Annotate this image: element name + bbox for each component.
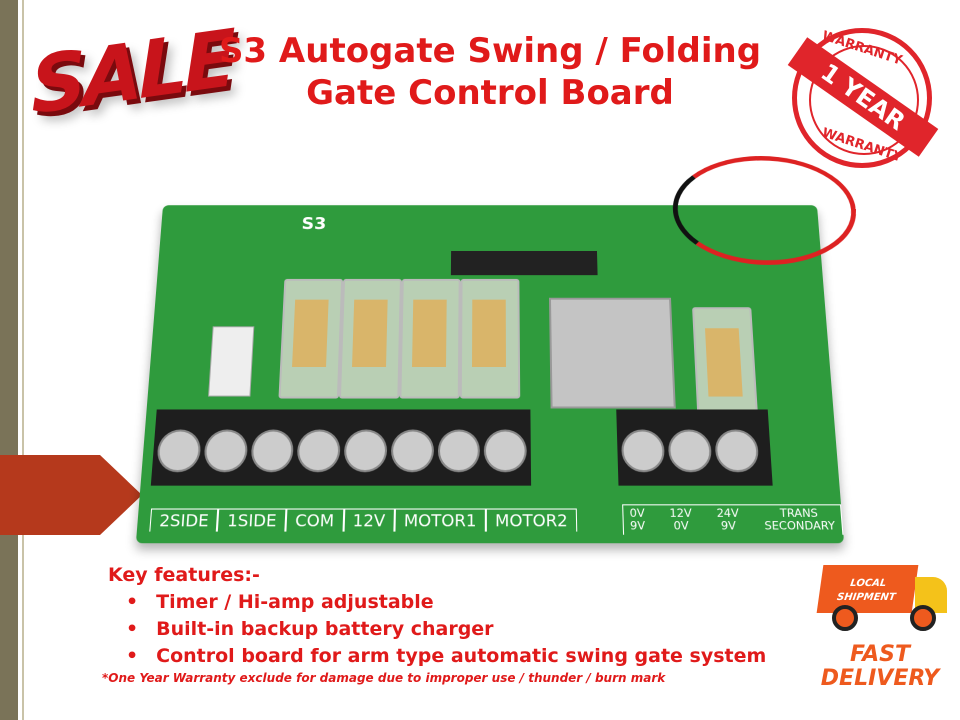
- delivery-label: DELIVERY: [820, 666, 940, 691]
- relay: [338, 278, 402, 399]
- screw-terminal: [714, 429, 760, 473]
- terminal-label: 1SIDE: [217, 508, 287, 532]
- fast-label: FAST: [849, 642, 911, 667]
- control-board-photo: S3 2SIDE 1SIDE COM 12V MOTOR1 MOTOR2 0V 9…: [135, 156, 861, 544]
- power-resistor: [208, 326, 255, 397]
- warranty-stamp: WARRANTY 1 YEAR WARRANTY: [787, 28, 939, 168]
- screw-terminal: [343, 429, 388, 473]
- warranty-note: *One Year Warranty exclude for damage du…: [102, 671, 666, 685]
- wheel-icon: [910, 605, 936, 631]
- terminal-label: COM: [285, 508, 344, 532]
- feature-item: Timer / Hi-amp adjustable: [126, 589, 766, 616]
- terminal-label: MOTOR2: [485, 508, 578, 532]
- terminal-label: 12V: [343, 508, 395, 532]
- screw-terminal: [437, 429, 481, 473]
- terminal-block-left: [150, 409, 532, 486]
- board-model-label: S3: [301, 214, 327, 234]
- left-decor-line: [22, 0, 24, 720]
- power-wire: [670, 156, 861, 265]
- screw-terminal: [484, 429, 527, 473]
- relay: [399, 278, 461, 399]
- key-features: Key features:- Timer / Hi-amp adjustable…: [102, 562, 766, 686]
- screw-terminal: [667, 429, 713, 473]
- fast-delivery-text: FAST DELIVERY: [820, 643, 940, 691]
- wheel-icon: [832, 605, 858, 631]
- relay: [459, 278, 521, 399]
- page-title: S3 Autogate Swing / Folding Gate Control…: [180, 30, 800, 114]
- screw-terminal: [202, 429, 249, 473]
- terminal-block-right: [616, 409, 773, 486]
- bridge-rectifier: [549, 297, 676, 409]
- trans-label: 9V: [720, 518, 737, 533]
- title-line-2: Gate Control Board: [306, 73, 674, 113]
- terminal-labels: 2SIDE 1SIDE COM 12V MOTOR1 MOTOR2: [149, 508, 578, 532]
- screw-terminal: [155, 429, 202, 473]
- stamp-ring: [809, 45, 919, 155]
- features-list: Timer / Hi-amp adjustable Built-in backu…: [108, 589, 766, 670]
- left-decor-strip: [0, 0, 18, 720]
- terminal-label: 2SIDE: [149, 508, 219, 532]
- screw-terminal: [296, 429, 341, 473]
- delivery-truck-icon: LOCAL SHIPMENT: [810, 565, 950, 640]
- feature-item: Control board for arm type automatic swi…: [126, 643, 766, 670]
- arrow-decor: [0, 455, 142, 535]
- relay: [278, 278, 344, 399]
- trans-label: 0V: [673, 518, 690, 533]
- truck-label: LOCAL: [849, 578, 888, 589]
- screw-terminal: [620, 429, 666, 473]
- screw-terminal: [249, 429, 295, 473]
- microcontroller-chip: [450, 250, 598, 276]
- features-heading: Key features:-: [108, 564, 260, 586]
- truck-box: LOCAL SHIPMENT: [816, 565, 919, 613]
- trans-label: SECONDARY: [764, 518, 836, 533]
- terminal-label: MOTOR1: [394, 508, 486, 532]
- feature-item: Built-in backup battery charger: [126, 616, 766, 643]
- truck-label: SHIPMENT: [836, 592, 897, 603]
- title-line-1: S3 Autogate Swing / Folding: [218, 31, 762, 71]
- screw-terminal: [390, 429, 434, 473]
- trans-label: 9V: [629, 518, 646, 533]
